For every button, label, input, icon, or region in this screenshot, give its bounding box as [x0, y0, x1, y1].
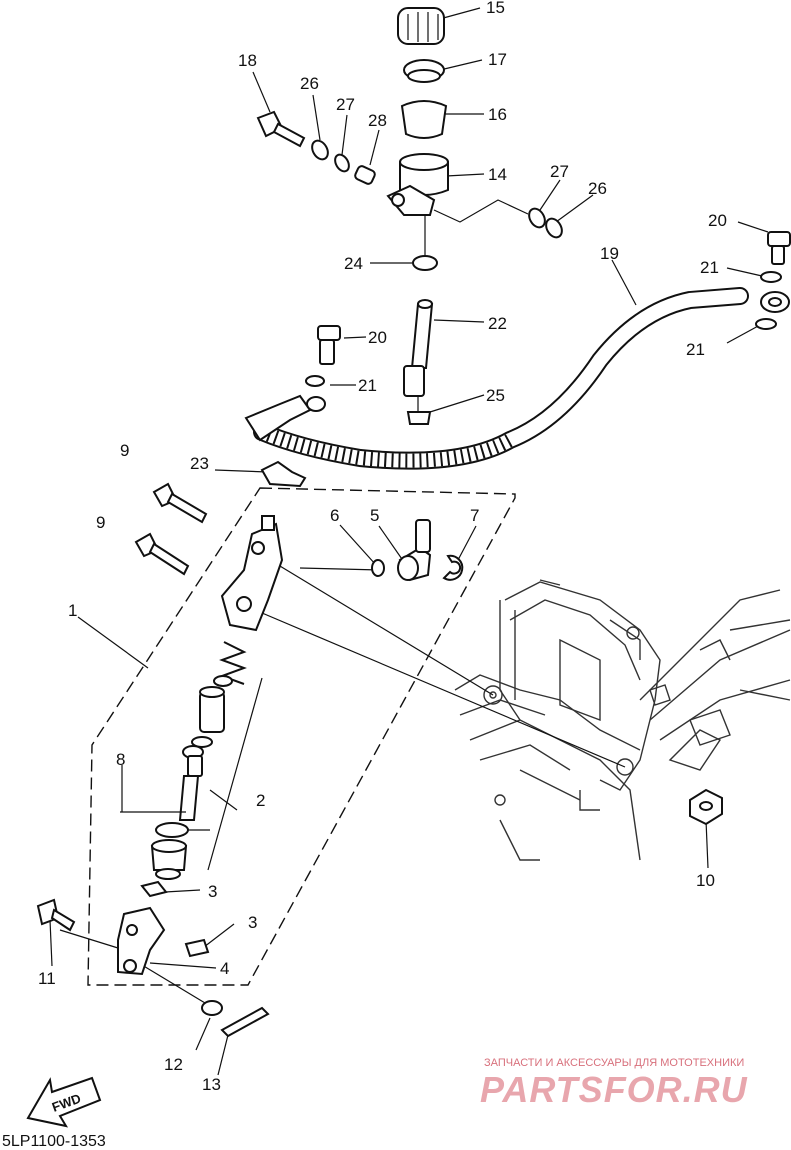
callout-22: 22 [488, 314, 507, 333]
callout-7: 7 [470, 506, 479, 525]
callout-3b: 3 [248, 913, 257, 932]
callout-16: 16 [488, 105, 507, 124]
callout-6: 6 [330, 506, 339, 525]
washer-12 [201, 1000, 223, 1016]
diaphragm [400, 100, 448, 139]
forward-arrow: FWD [26, 1076, 102, 1128]
boot-and-seals [150, 822, 189, 880]
bolts-9 [134, 482, 208, 576]
callout-19: 19 [600, 244, 619, 263]
callout-20a: 20 [708, 211, 727, 230]
leader-lines [49, 7, 769, 1076]
nut-10 [689, 788, 723, 826]
watermark: ЗАПЧАСТИ И АКСЕССУАРЫ ДЛЯ МОТОТЕХНИКИ PA… [480, 1057, 748, 1110]
callout-13: 13 [202, 1075, 221, 1094]
callout-21c: 21 [358, 376, 377, 395]
copper-washers-21 [305, 271, 782, 387]
callout-23: 23 [190, 454, 209, 473]
callout-14: 14 [488, 165, 507, 184]
cotter-pin-13 [220, 1006, 270, 1038]
watermark-brand: PARTSFOR.RU [480, 1069, 748, 1110]
watermark-tagline: ЗАПЧАСТИ И АКСЕССУАРЫ ДЛЯ МОТОТЕХНИКИ [484, 1057, 744, 1069]
callout-9a: 9 [120, 441, 129, 460]
callout-labels: 15 17 16 14 18 26 27 28 27 26 20 21 21 1… [38, 0, 727, 1094]
bolt-18 [256, 110, 306, 148]
hose-guide-23 [260, 460, 307, 488]
callout-24: 24 [344, 254, 363, 273]
banjo-bolts-20 [317, 231, 791, 365]
clevis-4 [117, 906, 166, 976]
callout-21a: 21 [700, 258, 719, 277]
frame-structure [454, 579, 791, 861]
callout-26b: 26 [588, 179, 607, 198]
callout-9b: 9 [96, 513, 105, 532]
callout-26a: 26 [300, 74, 319, 93]
nuts-3 [140, 880, 210, 958]
callout-28: 28 [368, 111, 387, 130]
callout-21b: 21 [686, 340, 705, 359]
callout-1: 1 [68, 601, 77, 620]
reservoir-cap [397, 7, 445, 45]
brake-hose-19 [244, 287, 790, 470]
hose-clamp-25 [406, 411, 432, 425]
spring-and-piston [191, 641, 247, 748]
callout-11: 11 [38, 969, 56, 988]
hose-22 [403, 299, 434, 412]
callout-27a: 27 [336, 95, 355, 114]
callout-18: 18 [238, 51, 257, 70]
callout-5: 5 [370, 506, 379, 525]
diagram-code: 5LP1100-1353 [2, 1133, 106, 1150]
callout-12: 12 [164, 1055, 183, 1074]
callout-10: 10 [696, 871, 715, 890]
circlip-7 [442, 554, 464, 581]
callout-17: 17 [488, 50, 507, 69]
brake-rod-bracket [220, 515, 284, 632]
callout-20b: 20 [368, 328, 387, 347]
diaphragm-plate [403, 59, 445, 83]
hose-clamp-24 [412, 215, 438, 271]
assembly-outline [87, 487, 516, 986]
callout-2: 2 [256, 791, 265, 810]
callout-27b: 27 [550, 162, 569, 181]
callout-8: 8 [116, 750, 125, 769]
washers-upper [311, 139, 563, 239]
master-cylinder [386, 153, 529, 223]
callout-15: 15 [486, 0, 505, 17]
callout-25: 25 [486, 386, 505, 405]
callout-3a: 3 [208, 882, 217, 901]
elbow-5 [397, 519, 432, 582]
callout-4: 4 [220, 959, 229, 978]
pin-11 [36, 898, 76, 932]
o-ring-6 [371, 559, 385, 577]
push-rod [120, 745, 204, 821]
